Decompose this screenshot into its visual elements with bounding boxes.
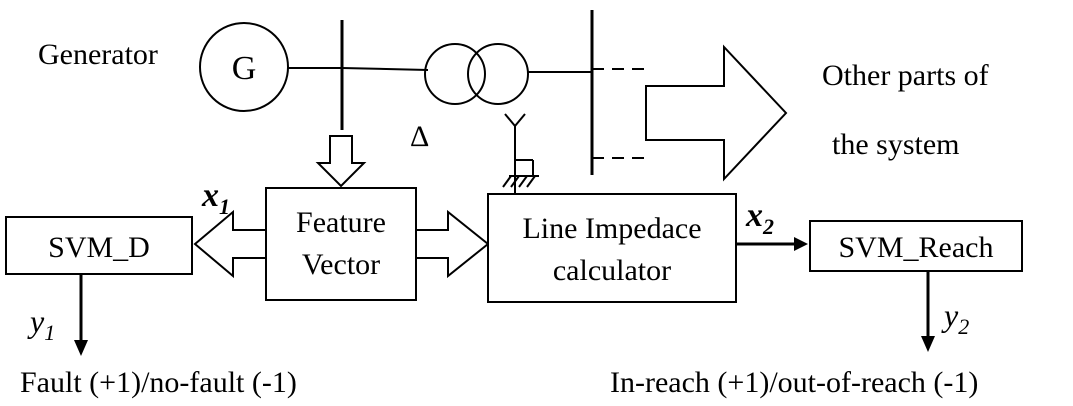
generator-label: Generator bbox=[38, 38, 158, 71]
svm-reach-label: SVM_Reach bbox=[839, 231, 994, 264]
other-parts-label-line2: the system bbox=[832, 128, 960, 161]
x2-arrow-head bbox=[794, 237, 808, 251]
y1-arrow-head bbox=[74, 340, 88, 356]
feature-vector-text-line1: Feature bbox=[296, 206, 386, 239]
bus-to-feature-arrow bbox=[315, 135, 367, 188]
x2-label: x2 bbox=[745, 197, 774, 239]
line-impedance-label-line2: calculator bbox=[553, 254, 671, 287]
other-parts-arrow bbox=[645, 44, 788, 182]
fault-output-label: Fault (+1)/no-fault (-1) bbox=[20, 366, 297, 399]
feature-vector-text-line2: Vector bbox=[302, 248, 380, 281]
line-impedance-label-line1: Line Impedace bbox=[522, 212, 701, 245]
y2-arrow-head bbox=[921, 336, 935, 352]
wye-ground-icon bbox=[502, 113, 539, 188]
feature-vector-box-front bbox=[265, 187, 417, 301]
reach-output-label: In-reach (+1)/out-of-reach (-1) bbox=[610, 366, 978, 399]
other-parts-label-line1: Other parts of bbox=[822, 59, 989, 92]
svm-d-label: SVM_D bbox=[48, 231, 150, 264]
delta-symbol: Δ bbox=[410, 120, 429, 153]
svm-d-box bbox=[5, 216, 193, 275]
generator-symbol: G bbox=[232, 50, 257, 87]
x1-label: x1 bbox=[201, 177, 230, 219]
transformer-secondary-winding bbox=[467, 43, 529, 105]
bus-to-transformer-line bbox=[341, 67, 429, 71]
svm-reach-box bbox=[809, 220, 1023, 272]
transformer-primary-winding bbox=[424, 43, 486, 105]
line-impedance-box bbox=[487, 193, 737, 303]
y1-label: y1 bbox=[27, 303, 55, 345]
y2-label: y2 bbox=[941, 297, 969, 339]
